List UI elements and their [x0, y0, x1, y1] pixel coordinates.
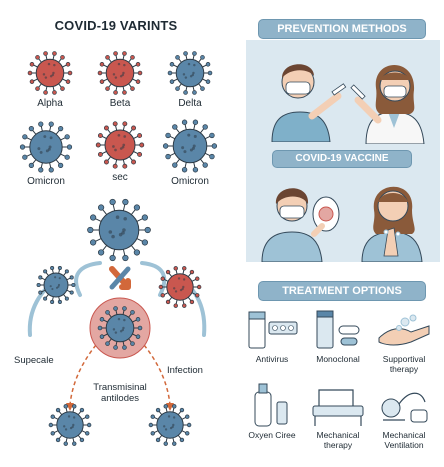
variant-label: Beta [109, 98, 131, 109]
variant-alpha: Alpha [15, 50, 85, 109]
doctor-syringe-illustration [350, 65, 425, 144]
treatment-mechanical-therapy: Mechanical therapy [306, 380, 370, 450]
variant-label: Delta [178, 98, 202, 109]
virus-icon [97, 51, 143, 95]
variant-label: Omicron [171, 176, 209, 187]
variant-label: Alpha [37, 98, 63, 109]
blue-virus-icon [36, 266, 76, 304]
virus-icon [162, 119, 218, 173]
treatment-label: Mechanical Ventilation [382, 430, 426, 450]
transmission-center-label: Transmisinal antilodes [78, 382, 162, 404]
virus-icon [19, 121, 73, 173]
oxygen-bottle-icon [254, 383, 288, 427]
virus-icon [167, 51, 213, 95]
variants-title: COVID-19 VARINTS [54, 18, 178, 33]
treatment-monoclonal: Monoclonal [306, 308, 370, 364]
variant-beta: Beta [85, 50, 155, 109]
variant-label: Omicron [27, 176, 65, 187]
pill-bottle-icon [248, 311, 298, 349]
hospital-bed-icon [312, 389, 364, 426]
treatment-antivirus: Antivirus [240, 308, 304, 364]
variant-delta: Delta [155, 50, 225, 109]
transmission-left-label: Supecale [14, 355, 54, 366]
variants-section: COVID-19 VARINTS Alpha Beta Delta Omicro… [0, 18, 232, 467]
source-virus-icon [87, 198, 151, 262]
core-virus-icon [97, 306, 143, 350]
vial-icon [316, 310, 360, 349]
hands-icon [378, 314, 430, 346]
masked-woman-illustration [261, 188, 340, 262]
center-label-line1: Transmisinal [93, 382, 147, 393]
right-column: PREVENTION METHODS COVID-19 VACCINE [240, 0, 440, 467]
spread-arrows [69, 344, 171, 406]
prevention-banner: PREVENTION METHODS [258, 19, 426, 39]
transmission-right-label: Infection [167, 365, 203, 376]
transmission-diagram: Supecale Infection Transmisinal antilode… [0, 195, 232, 467]
nurse-injection-illustration [271, 64, 347, 142]
center-label-line2: antilodes [100, 393, 140, 404]
treatment-supportive: Supportival therapy [372, 308, 436, 374]
red-virus-icon [158, 266, 202, 308]
treatment-oxygen: Oxyen Ciree [240, 380, 304, 440]
treatment-label: Antivirus [255, 354, 289, 364]
variant-omicron: Omicron [11, 120, 81, 187]
treatment-banner: TREATMENT OPTIONS [258, 281, 426, 301]
treatment-label: Monoclonal [316, 354, 360, 364]
virus-icon [27, 51, 73, 95]
spread-virus-right-icon [148, 404, 192, 446]
virus-icon [95, 121, 145, 169]
variant-sec: sec [85, 120, 155, 183]
treatment-ventilation: Mechanical Ventilation [372, 380, 436, 450]
treatment-label: Oxyen Ciree [248, 430, 296, 440]
vaccine-banner: COVID-19 VACCINE [272, 150, 412, 168]
transmission-arrow-icon [109, 266, 131, 290]
ventilator-icon [381, 392, 428, 423]
variant-label: sec [112, 172, 128, 183]
treatment-label: Supportival therapy [382, 354, 426, 374]
treatment-label: Mechanical therapy [316, 430, 360, 450]
variant-omicron-2: Omicron [155, 118, 225, 187]
handwashing-woman-illustration [361, 186, 423, 262]
spread-virus-left-icon [48, 404, 92, 446]
arrowheads [66, 403, 174, 411]
